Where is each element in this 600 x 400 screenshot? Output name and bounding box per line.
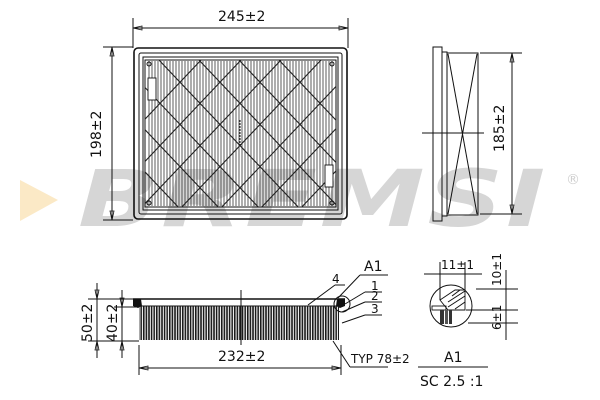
section-length-dimension: 232±2	[218, 349, 265, 365]
watermark-registered-icon: ®	[566, 172, 580, 188]
top-height-dimension: 198±2	[89, 111, 105, 158]
detail-scale-label: SC 2.5 :1	[420, 374, 483, 390]
callout-4: 4	[332, 272, 340, 286]
left-tab	[147, 77, 157, 101]
detail-view: 11±1 10±1 6±1 A1 SC 2.5 :1	[418, 253, 518, 390]
detail-title: A1	[444, 350, 462, 366]
callout-2: 2	[371, 289, 379, 303]
top-view: 245±2 198±2	[89, 9, 349, 221]
callout-3: 3	[371, 302, 379, 316]
brand-watermark: BREMSI ®	[20, 155, 580, 245]
detail-width-dimension: 11±1	[441, 258, 474, 272]
callout-1: 1	[371, 279, 379, 293]
detail-height-dimension-2: 6±1	[490, 305, 504, 330]
side-view: 185±2	[422, 46, 522, 222]
detail-height-dimension-1: 10±1	[490, 253, 504, 286]
side-height-dimension: 185±2	[492, 105, 508, 152]
section-total-height-dimension: 50±2	[80, 304, 96, 342]
top-width-dimension: 245±2	[218, 9, 265, 25]
watermark-arrow-icon	[20, 180, 58, 221]
section-pleat-height-dimension: 40±2	[105, 304, 121, 342]
pleat-count-label: TYP 78±2	[350, 352, 410, 366]
watermark-brand-text: BREMSI	[78, 155, 548, 245]
diamond-grid	[145, 60, 336, 207]
detail-ref-label: A1	[364, 259, 382, 275]
section-view: 50±2 40±2 232±2 TYP 78±2 A1 4 1 2	[80, 259, 410, 375]
right-tab	[324, 164, 334, 188]
section-pleats	[139, 306, 339, 340]
